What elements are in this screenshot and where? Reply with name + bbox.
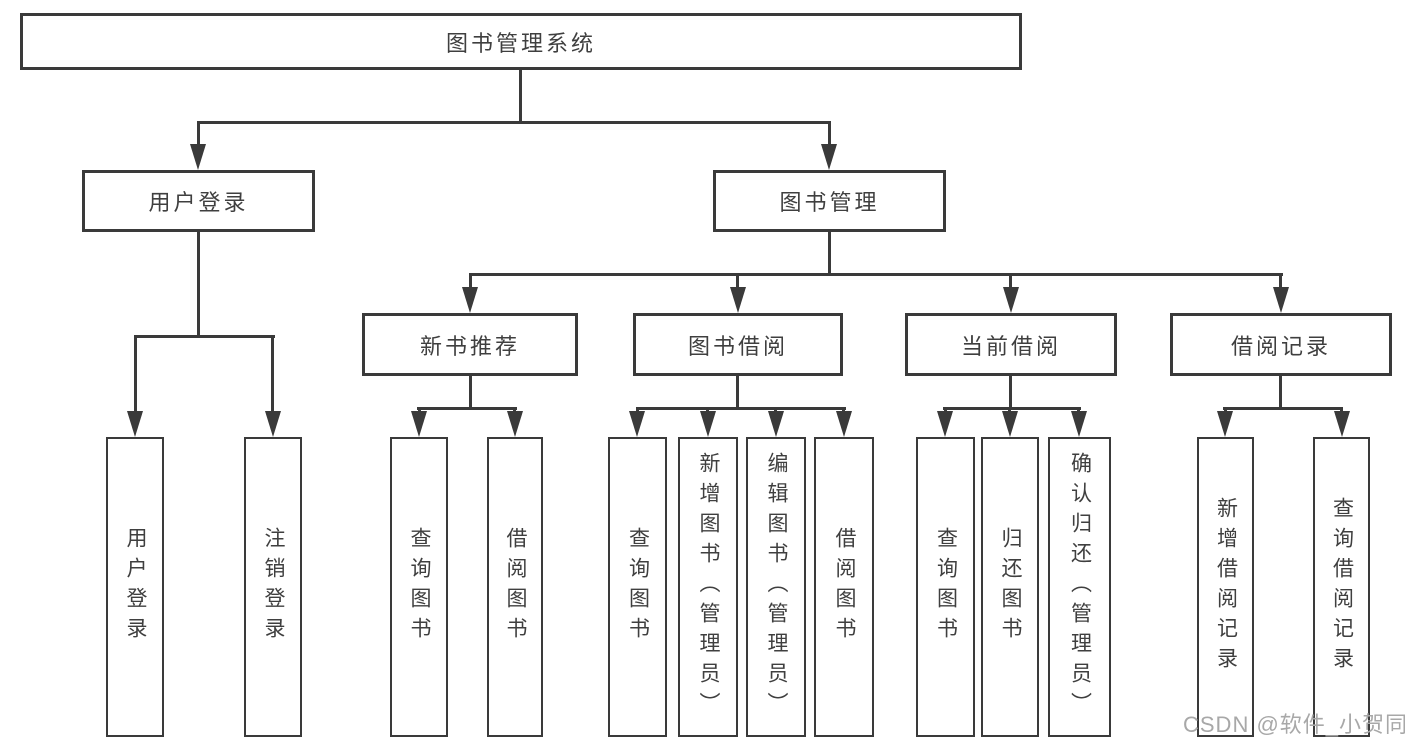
node-label: 用户登录 xyxy=(148,190,249,215)
arrowhead-down-icon xyxy=(265,411,281,437)
node-query-books: 查询图书 xyxy=(608,437,667,737)
arrowhead-down-icon xyxy=(1217,411,1233,437)
node-borrowing-records: 借阅记录 xyxy=(1170,313,1392,376)
node-edit-books-admin: 编辑图书（管理员） xyxy=(746,437,806,737)
node-label: 新增图书（管理员） xyxy=(697,452,720,722)
node-label: 归还图书 xyxy=(999,527,1022,647)
node-label: 图书管理 xyxy=(779,190,880,215)
connector-line xyxy=(1009,376,1012,409)
arrowhead-down-icon xyxy=(507,411,523,437)
connector-line xyxy=(1279,273,1282,290)
connector-line xyxy=(134,335,275,338)
arrowhead-down-icon xyxy=(1003,287,1019,313)
node-new-book-recommendation: 新书推荐 xyxy=(362,313,578,376)
node-query-books: 查询图书 xyxy=(916,437,975,737)
connector-line xyxy=(1223,407,1343,410)
node-label: 查询图书 xyxy=(934,527,958,647)
node-label: 借阅图书 xyxy=(504,527,527,647)
connector-line xyxy=(736,376,739,409)
arrowhead-down-icon xyxy=(1002,411,1018,437)
arrowhead-down-icon xyxy=(700,411,716,437)
node-add-books-admin: 新增图书（管理员） xyxy=(678,437,738,737)
arrowhead-down-icon xyxy=(462,287,478,313)
connector-line xyxy=(417,407,517,410)
connector-line xyxy=(197,121,200,147)
connector-line xyxy=(828,121,831,147)
connector-line xyxy=(519,70,522,123)
arrowhead-down-icon xyxy=(730,287,746,313)
connector-line xyxy=(271,335,274,415)
arrowhead-down-icon xyxy=(629,411,645,437)
node-current-borrowing: 当前借阅 xyxy=(905,313,1117,376)
node-user-login-leaf: 用户登录 xyxy=(106,437,164,737)
connector-line xyxy=(828,232,831,275)
node-label: 查询图书 xyxy=(408,527,431,647)
node-query-books: 查询图书 xyxy=(390,437,448,737)
node-query-borrow-record: 查询借阅记录 xyxy=(1313,437,1370,737)
connector-line xyxy=(636,407,846,410)
node-label: 注销登录 xyxy=(262,527,285,647)
node-label: 查询借阅记录 xyxy=(1330,497,1354,677)
connector-line xyxy=(469,273,1283,276)
connector-line xyxy=(1009,273,1012,290)
arrowhead-down-icon xyxy=(821,144,837,170)
csdn-watermark: CSDN @软件_小贺同学 xyxy=(1183,712,1405,737)
node-label: 确认归还（管理员） xyxy=(1068,452,1092,722)
node-label: 编辑图书（管理员） xyxy=(765,452,788,722)
arrowhead-down-icon xyxy=(768,411,784,437)
node-label: 新书推荐 xyxy=(419,333,520,359)
arrowhead-down-icon xyxy=(190,144,206,170)
node-label: 图书管理系统 xyxy=(445,30,596,56)
node-label: 用户登录 xyxy=(124,527,147,647)
node-label: 查询图书 xyxy=(626,527,650,647)
connector-line xyxy=(1279,376,1282,409)
arrowhead-down-icon xyxy=(836,411,852,437)
node-label: 图书借阅 xyxy=(687,333,788,359)
connector-line xyxy=(197,232,200,337)
connector-line xyxy=(943,407,1081,410)
node-borrow-books: 借阅图书 xyxy=(814,437,874,737)
connector-line xyxy=(469,273,472,290)
node-book-borrowing: 图书借阅 xyxy=(633,313,843,376)
connector-line xyxy=(736,273,739,290)
connector-line xyxy=(134,335,137,415)
node-label: 当前借阅 xyxy=(960,333,1061,359)
arrowhead-down-icon xyxy=(127,411,143,437)
node-return-books: 归还图书 xyxy=(981,437,1039,737)
arrowhead-down-icon xyxy=(411,411,427,437)
connector-line xyxy=(197,121,831,124)
node-confirm-return-admin: 确认归还（管理员） xyxy=(1048,437,1111,737)
node-book-management: 图书管理 xyxy=(713,170,946,232)
connector-line xyxy=(469,376,472,409)
node-label: 借阅记录 xyxy=(1230,333,1331,359)
node-user-login: 用户登录 xyxy=(82,170,315,232)
node-label: 借阅图书 xyxy=(833,527,856,647)
node-borrow-books: 借阅图书 xyxy=(487,437,543,737)
node-add-borrow-record: 新增借阅记录 xyxy=(1197,437,1254,737)
arrowhead-down-icon xyxy=(1071,411,1087,437)
node-library-system: 图书管理系统 xyxy=(20,13,1022,70)
arrowhead-down-icon xyxy=(1273,287,1289,313)
arrowhead-down-icon xyxy=(937,411,953,437)
node-label: 新增借阅记录 xyxy=(1214,497,1238,677)
node-logout: 注销登录 xyxy=(244,437,302,737)
arrowhead-down-icon xyxy=(1334,411,1350,437)
